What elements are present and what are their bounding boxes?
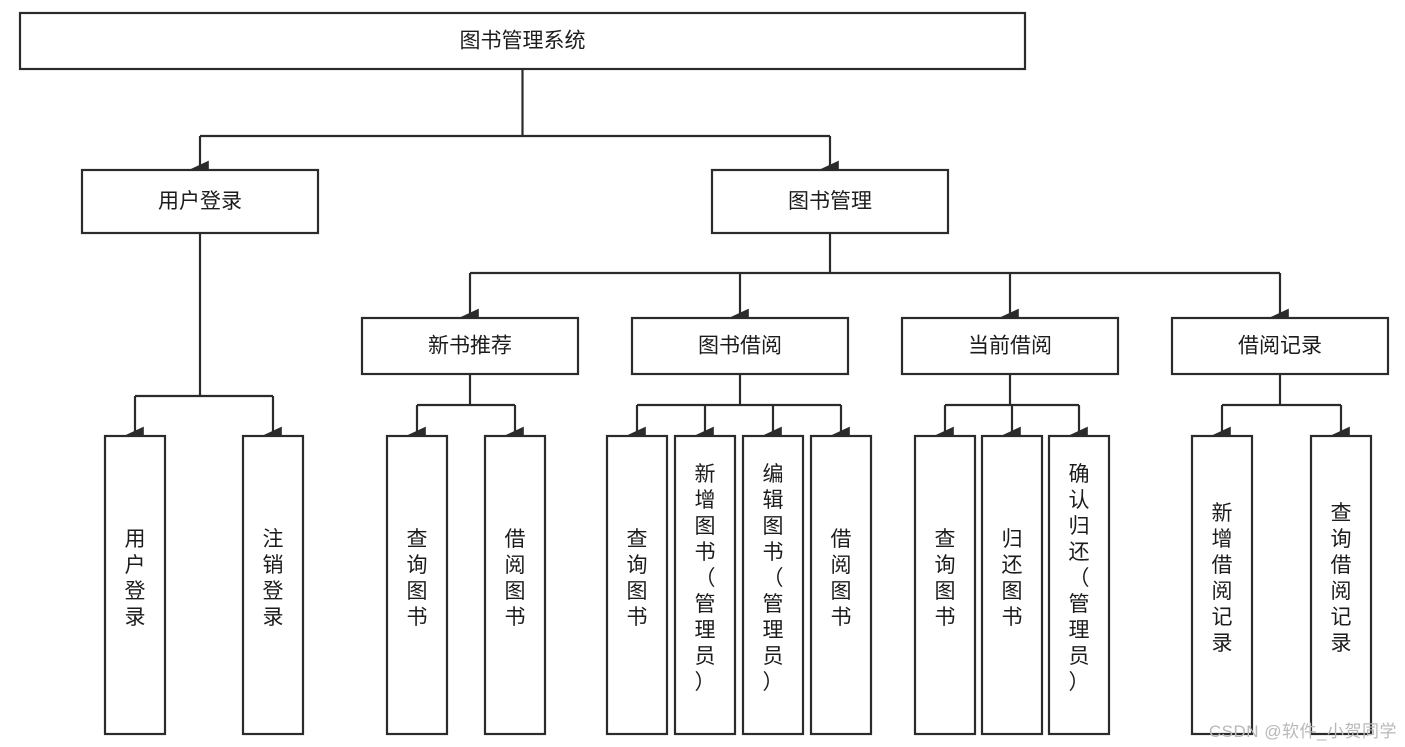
node-box-borrow[interactable] <box>630 316 850 376</box>
node-box-leaf-cu-return[interactable] <box>980 434 1044 736</box>
node-label-bookmgmt: 图书管理 <box>788 190 872 213</box>
node-label-leaf-re-query: 查询借阅记录 <box>1331 502 1352 655</box>
node-box-leaf-bo-query[interactable] <box>605 434 669 736</box>
node-records[interactable]: 借阅记录 <box>1170 316 1390 376</box>
node-box-leaf-re-add[interactable] <box>1190 434 1254 736</box>
node-leaf-bo-borrow[interactable]: 借阅图书 <box>809 434 873 736</box>
node-box-root[interactable] <box>18 11 1027 71</box>
node-leaf-cu-query[interactable]: 查询图书 <box>913 434 977 736</box>
node-box-leaf-re-query[interactable] <box>1309 434 1373 736</box>
node-leaf-user-login[interactable]: 用户登录 <box>103 434 167 736</box>
node-layer: 图书管理系统用户登录图书管理新书推荐图书借阅当前借阅借阅记录用户登录注销登录查询… <box>18 11 1390 736</box>
node-label-leaf-bo-edit: 编辑图书（管理员） <box>763 463 784 694</box>
node-label-leaf-re-add: 新增借阅记录 <box>1212 502 1233 655</box>
node-label-leaf-cu-return: 归还图书 <box>1002 528 1023 629</box>
watermark-text: CSDN @软件_小贺同学 <box>1208 722 1397 741</box>
node-label-borrow: 图书借阅 <box>698 335 782 358</box>
node-label-login: 用户登录 <box>158 190 242 213</box>
node-leaf-nb-query[interactable]: 查询图书 <box>385 434 449 736</box>
node-box-current[interactable] <box>900 316 1120 376</box>
node-login[interactable]: 用户登录 <box>80 168 320 235</box>
node-current[interactable]: 当前借阅 <box>900 316 1120 376</box>
node-leaf-bo-query[interactable]: 查询图书 <box>605 434 669 736</box>
node-label-leaf-bo-add: 新增图书（管理员） <box>695 463 716 694</box>
node-box-login[interactable] <box>80 168 320 235</box>
node-leaf-user-logout[interactable]: 注销登录 <box>241 434 305 736</box>
node-label-leaf-cu-query: 查询图书 <box>935 528 956 629</box>
node-borrow[interactable]: 图书借阅 <box>630 316 850 376</box>
node-box-leaf-user-login[interactable] <box>103 434 167 736</box>
node-box-leaf-user-logout[interactable] <box>241 434 305 736</box>
node-box-bookmgmt[interactable] <box>710 168 950 235</box>
node-box-leaf-nb-query[interactable] <box>385 434 449 736</box>
node-label-leaf-cu-confirm: 确认归还（管理员） <box>1069 463 1090 694</box>
node-box-newbook[interactable] <box>360 316 580 376</box>
node-leaf-re-query[interactable]: 查询借阅记录 <box>1309 434 1373 736</box>
node-label-current: 当前借阅 <box>968 335 1052 358</box>
node-root[interactable]: 图书管理系统 <box>18 11 1027 71</box>
node-label-root: 图书管理系统 <box>460 30 586 53</box>
node-label-leaf-nb-query: 查询图书 <box>407 528 428 629</box>
node-box-leaf-cu-query[interactable] <box>913 434 977 736</box>
node-label-records: 借阅记录 <box>1238 335 1322 358</box>
node-leaf-nb-borrow[interactable]: 借阅图书 <box>483 434 547 736</box>
node-box-leaf-bo-edit[interactable] <box>741 434 805 736</box>
node-leaf-cu-confirm[interactable]: 确认归还（管理员） <box>1047 434 1111 736</box>
node-box-leaf-bo-add[interactable] <box>673 434 737 736</box>
node-newbook[interactable]: 新书推荐 <box>360 316 580 376</box>
node-label-newbook: 新书推荐 <box>428 335 512 358</box>
node-box-records[interactable] <box>1170 316 1390 376</box>
node-leaf-re-add[interactable]: 新增借阅记录 <box>1190 434 1254 736</box>
node-box-leaf-cu-confirm[interactable] <box>1047 434 1111 736</box>
connector-layer <box>125 69 1350 444</box>
node-label-leaf-user-logout: 注销登录 <box>263 528 284 629</box>
node-box-leaf-bo-borrow[interactable] <box>809 434 873 736</box>
node-leaf-cu-return[interactable]: 归还图书 <box>980 434 1044 736</box>
node-label-leaf-bo-query: 查询图书 <box>627 528 648 629</box>
node-label-leaf-bo-borrow: 借阅图书 <box>831 528 852 629</box>
node-leaf-bo-add[interactable]: 新增图书（管理员） <box>673 434 737 736</box>
node-box-leaf-nb-borrow[interactable] <box>483 434 547 736</box>
node-leaf-bo-edit[interactable]: 编辑图书（管理员） <box>741 434 805 736</box>
node-label-leaf-user-login: 用户登录 <box>125 528 146 629</box>
node-bookmgmt[interactable]: 图书管理 <box>710 168 950 235</box>
node-label-leaf-nb-borrow: 借阅图书 <box>505 528 526 629</box>
